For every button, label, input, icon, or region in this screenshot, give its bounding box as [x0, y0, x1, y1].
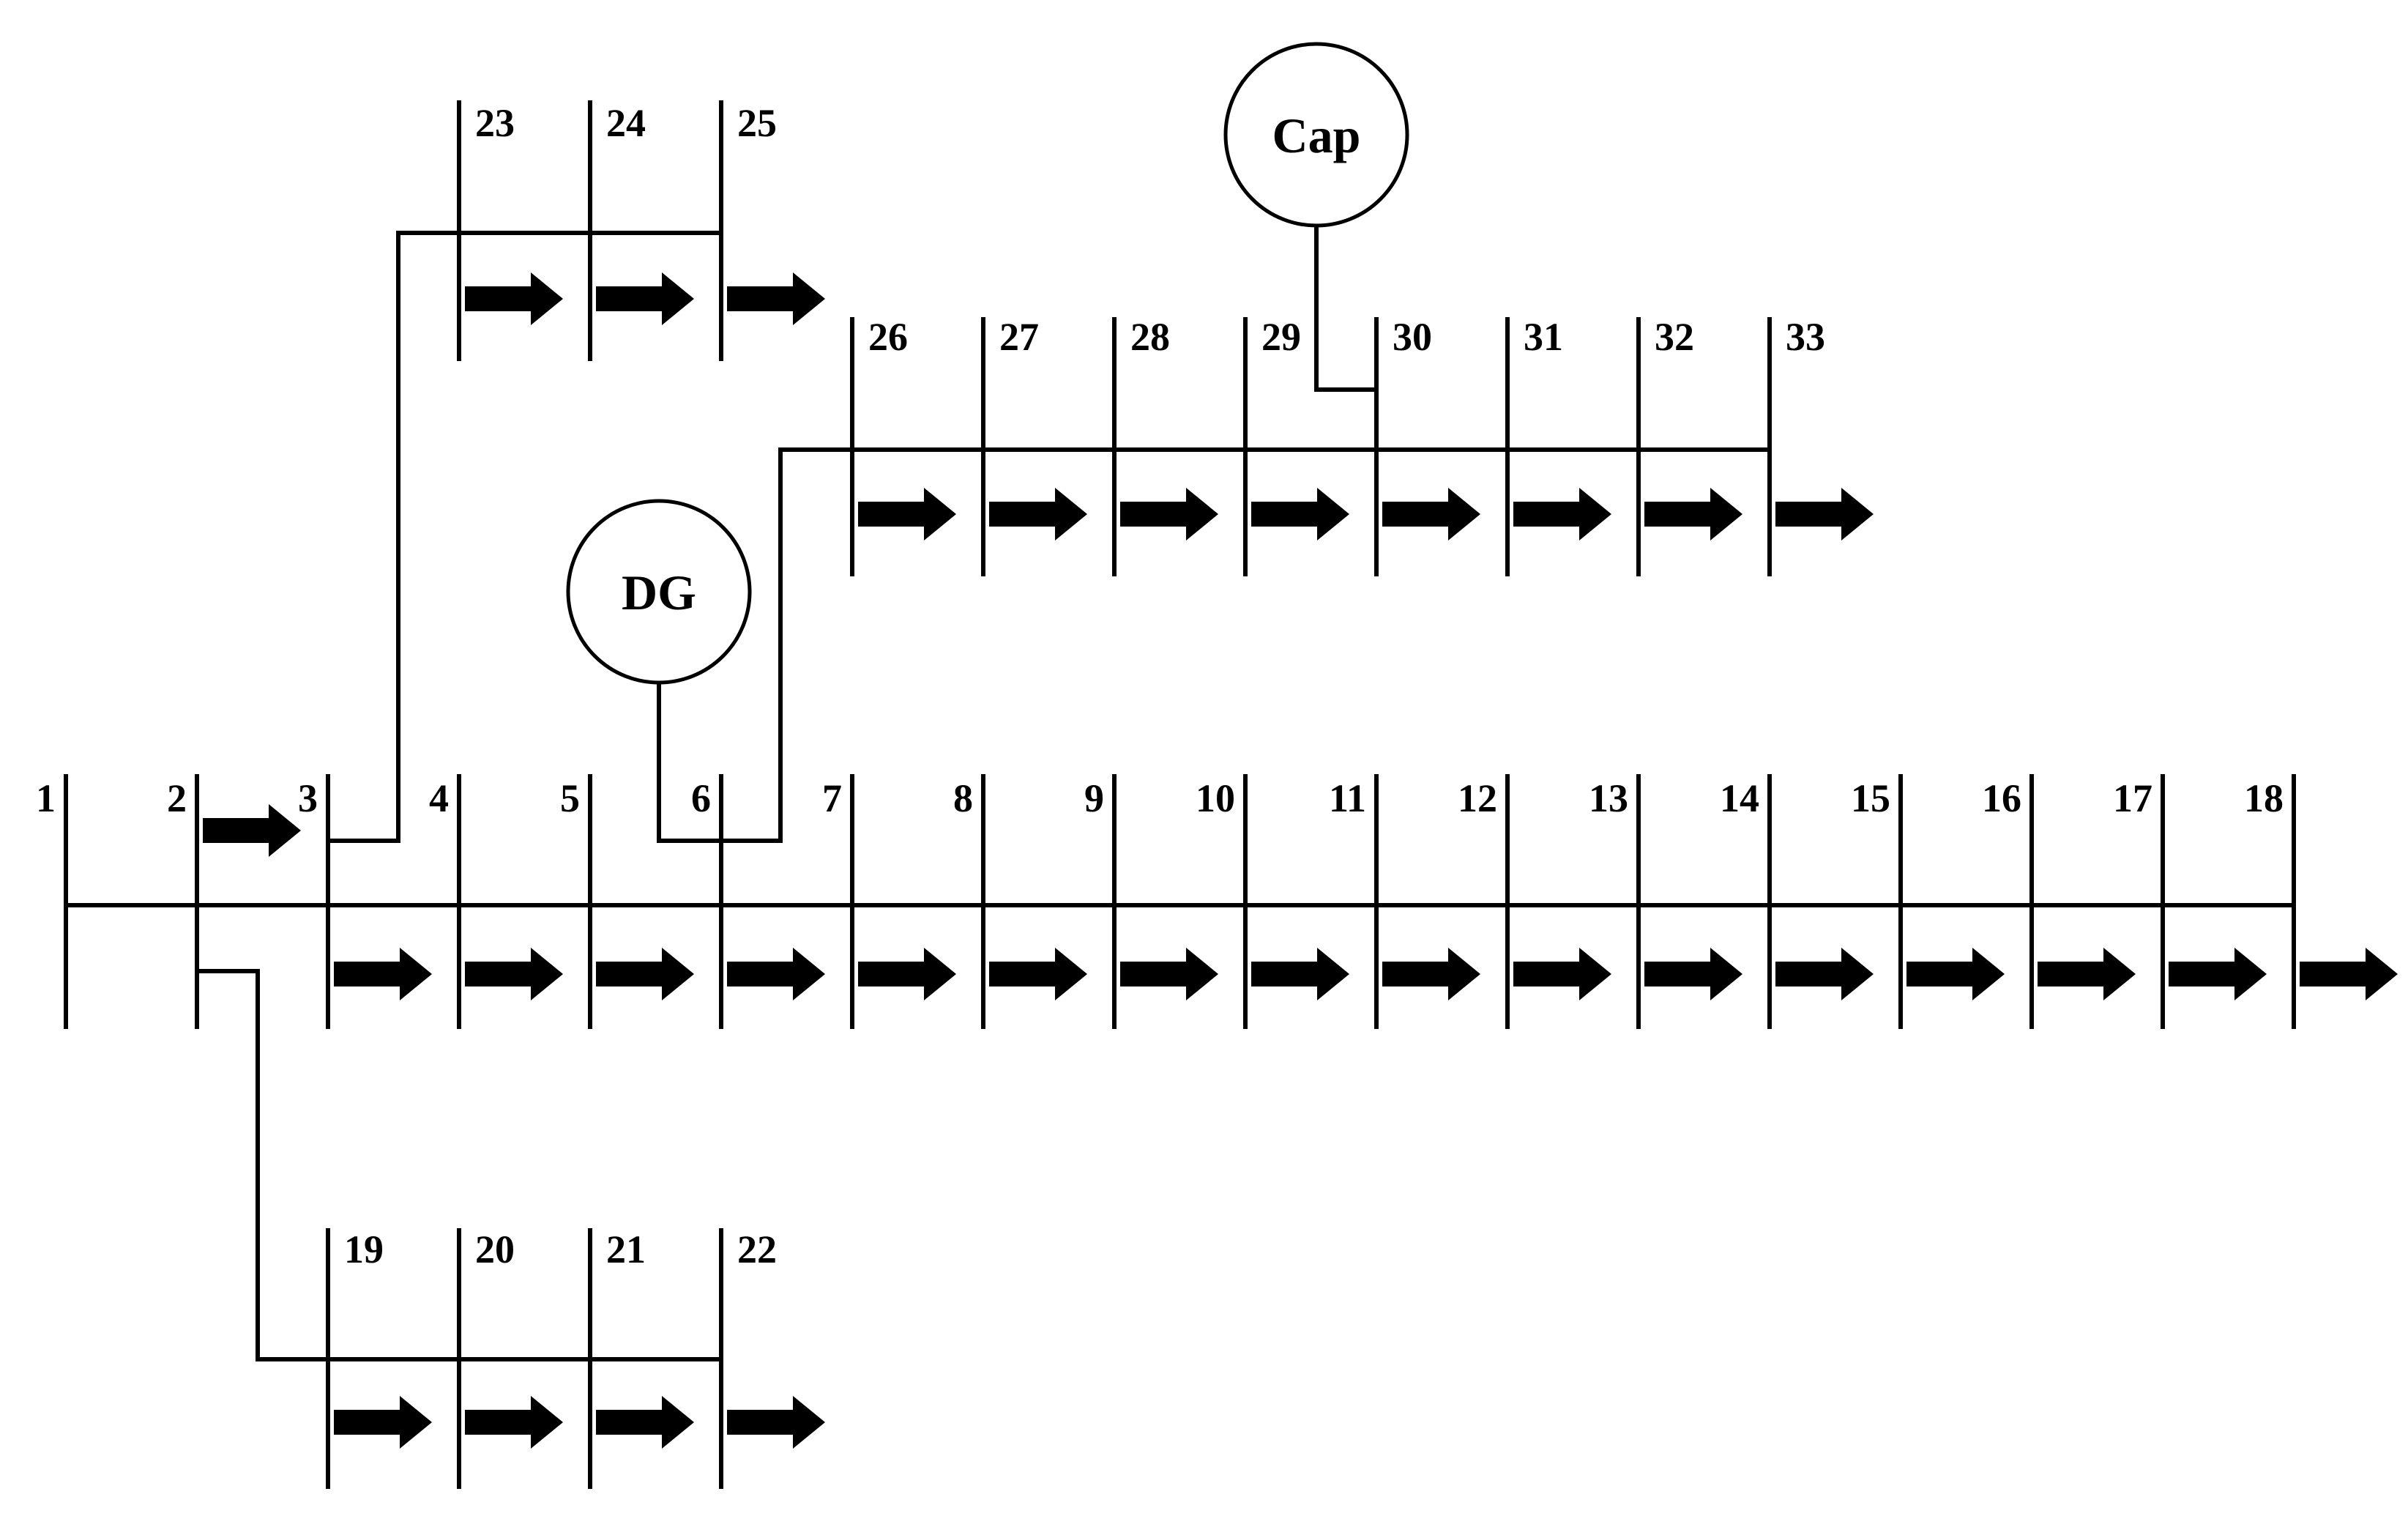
- bus-1-label: 1: [36, 776, 56, 820]
- bus-33-load-arrow: [1775, 488, 1874, 540]
- bus-15-label: 15: [1851, 776, 1890, 820]
- feeder-lines: [64, 100, 2296, 1489]
- bus-16-load-arrow: [2038, 948, 2136, 1000]
- lateral-19-22-line: [195, 969, 723, 1361]
- bus-4-load-arrow: [465, 948, 563, 1000]
- bus-4-label: 4: [429, 776, 449, 820]
- bus-20-label: 20: [475, 1227, 515, 1271]
- cap-connection-line: [1314, 223, 1379, 392]
- bus-32-load-arrow: [1644, 488, 1742, 540]
- dg-connection-line: [657, 680, 723, 843]
- dg-circle: [566, 499, 752, 685]
- bus-11-label: 11: [1329, 776, 1366, 820]
- bus-2-load-arrow: [203, 804, 301, 857]
- bus-6-label: 6: [691, 776, 711, 820]
- bus-29-load-arrow: [1251, 488, 1349, 540]
- bus-10-label: 10: [1196, 776, 1235, 820]
- bus-28-label: 28: [1130, 315, 1170, 359]
- bus-13-load-arrow: [1644, 948, 1742, 1000]
- bus-7-label: 7: [822, 776, 842, 820]
- bus-22-load-arrow: [727, 1396, 825, 1449]
- bus-15-load-arrow: [1906, 948, 2005, 1000]
- bus-19-label: 19: [344, 1227, 384, 1271]
- bus-5-load-arrow: [596, 948, 694, 1000]
- bus-14-label: 14: [1720, 776, 1759, 820]
- bus-25-label: 25: [737, 101, 777, 145]
- bus-8-load-arrow: [989, 948, 1087, 1000]
- bus-29-label: 29: [1261, 315, 1301, 359]
- lateral-26-33-line: [719, 447, 1772, 843]
- bus-7-load-arrow: [858, 948, 956, 1000]
- bus-17-label: 17: [2113, 776, 2152, 820]
- bus-13-label: 13: [1589, 776, 1628, 820]
- bus-2-label: 2: [167, 776, 187, 820]
- bus-5-label: 5: [560, 776, 580, 820]
- bus-30-load-arrow: [1382, 488, 1480, 540]
- bus-9-label: 9: [1084, 776, 1104, 820]
- bus-28-load-arrow: [1120, 488, 1218, 540]
- bus-25-load-arrow: [727, 272, 825, 325]
- bus-27-label: 27: [999, 315, 1039, 359]
- dg-label: DG: [622, 565, 696, 620]
- cap-label: Cap: [1272, 108, 1361, 163]
- cap-source: Cap: [1223, 42, 1409, 228]
- bus-16-label: 16: [1982, 776, 2021, 820]
- bus-27-load-arrow: [989, 488, 1087, 540]
- bus-3-load-arrow: [334, 948, 432, 1000]
- bus-9-load-arrow: [1120, 948, 1218, 1000]
- bus-31-label: 31: [1524, 315, 1563, 359]
- bus-11-load-arrow: [1382, 948, 1480, 1000]
- bus-21-label: 21: [606, 1227, 646, 1271]
- bus-22-label: 22: [737, 1227, 777, 1271]
- bus-12-label: 12: [1458, 776, 1497, 820]
- load-arrows: [203, 272, 2398, 1449]
- bus-31-load-arrow: [1513, 488, 1611, 540]
- bus-3-label: 3: [298, 776, 318, 820]
- dg-source: DG: [566, 499, 752, 685]
- bus-33-label: 33: [1786, 315, 1825, 359]
- bus-26-label: 26: [868, 315, 908, 359]
- bus-24-load-arrow: [596, 272, 694, 325]
- bus-8-label: 8: [953, 776, 973, 820]
- bus-18-label: 18: [2244, 776, 2284, 820]
- bus-23-load-arrow: [465, 272, 563, 325]
- bus-23-label: 23: [475, 101, 515, 145]
- cap-circle: [1223, 42, 1409, 228]
- bus-26-load-arrow: [858, 488, 956, 540]
- bus-18-load-arrow: [2300, 948, 2398, 1000]
- bus-6-load-arrow: [727, 948, 825, 1000]
- bus-30-label: 30: [1393, 315, 1432, 359]
- bus-19-load-arrow: [334, 1396, 432, 1449]
- bus-14-load-arrow: [1775, 948, 1874, 1000]
- bus-10-load-arrow: [1251, 948, 1349, 1000]
- bus-21-load-arrow: [596, 1396, 694, 1449]
- bus-17-load-arrow: [2169, 948, 2267, 1000]
- bus-24-label: 24: [606, 101, 646, 145]
- bus-12-load-arrow: [1513, 948, 1611, 1000]
- source-symbols: DG Cap: [566, 42, 1409, 685]
- bus-32-label: 32: [1655, 315, 1694, 359]
- bus-20-load-arrow: [465, 1396, 563, 1449]
- lateral-23-25-line: [326, 231, 723, 843]
